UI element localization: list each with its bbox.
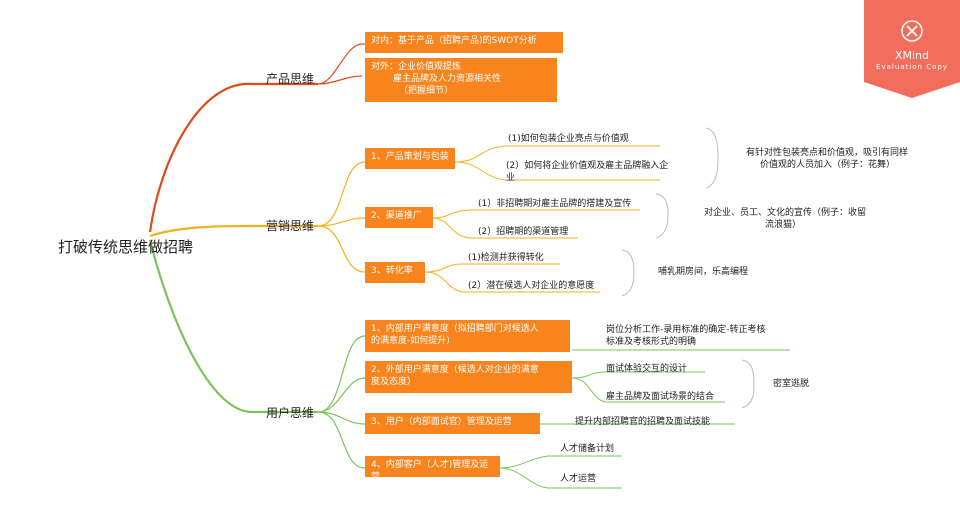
marketing-sub-2-note-2: 流浪猫） [765, 220, 802, 230]
marketing-sub-3-note: 哺乳期房间，乐高编程 [658, 267, 749, 277]
marketing-sub-1-detail-2b: 业 [506, 173, 516, 183]
watermark-brand: XMind [894, 49, 930, 62]
product-external-line1: 对外：企业价值观提炼 [371, 62, 462, 72]
product-connector [317, 43, 366, 85]
user-sub-1-detail-2: 标准及考核形式的明确 [606, 337, 697, 347]
user-sub-2-note: 密室逃脱 [773, 379, 810, 389]
branch-product[interactable]: 产品思维 [266, 72, 315, 86]
user-sub-1-line1: 1、内部用户满意度（拟招聘部门对候选人 [371, 324, 539, 334]
watermark-edition: Evaluation Copy [876, 63, 948, 71]
marketing-sub-3[interactable]: 3、转化率 [365, 262, 425, 283]
marketing-sub-2-detail-1: (1）非招聘期对雇主品牌的搭建及宣传 [478, 199, 632, 209]
branch-marketing[interactable]: 营销思维 [266, 219, 315, 233]
product-item-external[interactable]: 对外：企业价值观提炼 雇主品牌及人力资源相关性 （把握细节） [365, 58, 557, 102]
branch-user[interactable]: 用户思维 [266, 406, 315, 420]
user-sub-3[interactable]: 3、用户（内部面试官）管理及运营 [365, 413, 540, 434]
product-external-line2: 雇主品牌及人力资源相关性 [393, 74, 502, 84]
watermark-shape [864, 0, 960, 98]
marketing-branch-line [149, 224, 318, 238]
user-sub-4[interactable]: 4、内部客户（人才)管理及运营 [365, 456, 500, 482]
marketing-sub-2-detail-2: (2）招聘期的渠道管理 [478, 227, 569, 237]
product-external-line3: （把握细节） [399, 86, 454, 96]
product-item-internal[interactable]: 对内：基于产品（招聘产品)的SWOT分析 [365, 32, 563, 53]
user-sub-1-line2: 的满意度-如何提升) [371, 336, 450, 346]
marketing-sub-1-detail-2: (2）如何将企业价值观及雇主品牌融入企 [506, 161, 669, 171]
user-sub-4-detail-2: 人才运营 [560, 474, 597, 484]
marketing-sub-1-note-1: 有针对性包装亮点和价值观，吸引有同样 [746, 148, 909, 158]
marketing-sub-1-label: 1、产品策划与包装 [371, 152, 449, 162]
user-branch-line [148, 239, 318, 414]
bracket-4 [741, 359, 755, 409]
product-branch-line [148, 82, 318, 233]
marketing-sub-2[interactable]: 2、渠道推广 [365, 207, 433, 228]
user-sub-3-label: 3、用户（内部面试官）管理及运营 [371, 417, 512, 427]
user-sub-4-detail-1: 人才储备计划 [560, 444, 615, 454]
user-sub-4-label: 4、内部客户（人才)管理及运营 [371, 460, 489, 482]
marketing-sub-1-note-2: 价值观的人员加入（例子：花舞） [760, 160, 896, 170]
marketing-sub-3-detail-1: (1)检测并获得转化 [468, 253, 544, 263]
user-sub-2-line2: 度及态度） [371, 377, 417, 387]
marketing-sub-2-label: 2、渠道推广 [371, 211, 422, 221]
bracket-2 [655, 193, 669, 239]
user-sub-3-detail: 提升内部招聘官的招聘及面试技能 [575, 417, 711, 427]
product-item-internal-text: 对内：基于产品（招聘产品)的SWOT分析 [371, 36, 537, 46]
user-connector [317, 335, 366, 469]
user-sub-2-line1: 2、外部用户满意度（候选人对企业的满意 [371, 365, 539, 375]
marketing-sub-1-detail-1: (1)如何包装企业亮点与价值观 [508, 134, 629, 144]
xmind-watermark: XMind Evaluation Copy [864, 0, 960, 98]
user-sub-2-detail-2: 雇主品牌及面试场景的结合 [606, 392, 715, 402]
user-sub-1[interactable]: 1、内部用户满意度（拟招聘部门对候选人 的满意度-如何提升) [365, 320, 570, 352]
marketing-sub-1[interactable]: 1、产品策划与包装 [365, 148, 455, 169]
central-topic[interactable]: 打破传统思维做招聘 [58, 238, 194, 256]
user-sub-1-detail-1: 岗位分析工作-录用标准的确定-转正考核 [606, 325, 766, 335]
marketing-sub-3-label: 3、转化率 [371, 266, 413, 276]
user-sub-2-detail-1: 面试体验交互的设计 [606, 364, 688, 374]
bracket-1 [705, 127, 719, 189]
bracket-3 [621, 249, 635, 297]
marketing-connector [317, 161, 366, 273]
marketing-sub-2-note-1: 对企业、员工、文化的宣传（例子：收留 [704, 208, 867, 218]
marketing-sub-3-detail-2: (2）潜在候选人对企业的意愿度 [468, 281, 595, 291]
user-sub-2[interactable]: 2、外部用户满意度（候选人对企业的满意 度及态度） [365, 361, 572, 393]
